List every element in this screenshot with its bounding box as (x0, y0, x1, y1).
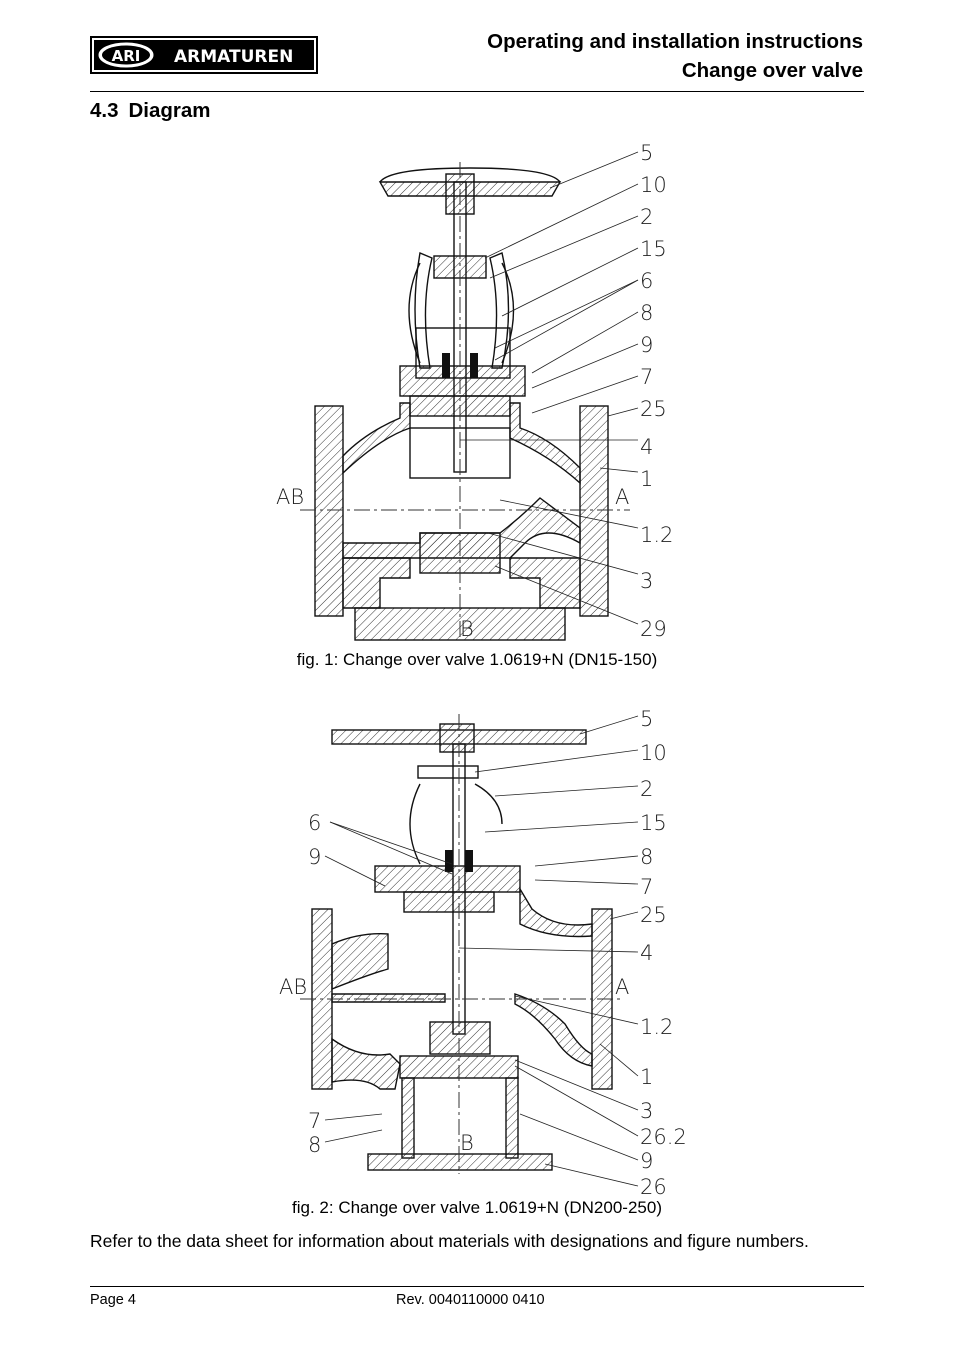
fig1-label-4: 4 (640, 435, 653, 459)
figure-1-valve-drawing: 5 10 2 15 6 8 9 7 25 4 1 1.2 3 29 AB A B (276, 141, 673, 641)
fig1-label-6: 6 (640, 269, 653, 293)
section-title: Diagram (128, 99, 211, 122)
fig1-port-a: A (615, 485, 629, 509)
fig2-label-15: 15 (640, 811, 667, 835)
svg-text:ARMATUREN: ARMATUREN (174, 47, 293, 67)
fig1-port-b: B (460, 617, 474, 641)
footer-revision: Rev. 0040110000 0410 (396, 1292, 545, 1308)
header-rule (90, 91, 864, 92)
fig2-label-10: 10 (640, 741, 667, 765)
fig1-label-3: 3 (640, 569, 653, 593)
fig1-label-5: 5 (640, 141, 653, 165)
fig1-label-1: 1 (640, 467, 653, 491)
fig1-label-29: 29 (640, 617, 667, 641)
fig1-port-ab: AB (276, 485, 304, 509)
svg-text:ARI: ARI (112, 47, 141, 65)
fig2-label-2: 2 (640, 777, 653, 801)
fig1-label-10: 10 (640, 173, 667, 197)
fig2-label-25: 25 (640, 903, 667, 927)
fig2-label-9-left: 9 (308, 845, 321, 869)
fig2-label-3: 3 (640, 1099, 653, 1123)
document-title-line2: Change over valve (681, 59, 863, 82)
fig1-label-25: 25 (640, 397, 667, 421)
fig1-label-9: 9 (640, 333, 653, 357)
footer-page-number: Page 4 (90, 1292, 136, 1308)
fig2-label-5: 5 (640, 707, 653, 731)
fig2-label-9: 9 (640, 1149, 653, 1173)
fig2-port-b: B (460, 1131, 474, 1155)
fig2-label-7: 7 (640, 875, 653, 899)
fig1-label-7: 7 (640, 365, 653, 389)
fig2-label-26-2: 26.2 (640, 1125, 687, 1149)
fig1-label-2: 2 (640, 205, 653, 229)
fig1-label-8: 8 (640, 301, 653, 325)
fig2-label-7-left: 7 (308, 1109, 321, 1133)
fig2-label-8-left: 8 (308, 1133, 321, 1157)
fig2-label-6: 6 (308, 811, 321, 835)
section-heading: 4.3 Diagram (90, 99, 211, 123)
fig2-port-a: A (615, 975, 629, 999)
figure-2-caption: fig. 2: Change over valve 1.0619+N (DN20… (292, 1198, 662, 1217)
body-paragraph: Refer to the data sheet for information … (90, 1231, 809, 1251)
fig2-label-1: 1 (640, 1065, 653, 1089)
ari-armaturen-logo: ARI ARMATUREN (90, 36, 318, 74)
fig2-label-4: 4 (640, 941, 653, 965)
footer-rule (90, 1286, 864, 1287)
figure-1-caption: fig. 1: Change over valve 1.0619+N (DN15… (296, 650, 658, 669)
fig2-label-26: 26 (640, 1175, 667, 1196)
fig2-port-ab: AB (279, 975, 307, 999)
fig2-label-8: 8 (640, 845, 653, 869)
document-title: Operating and installation instructions … (487, 27, 863, 85)
fig1-label-15: 15 (640, 237, 667, 261)
fig2-label-1-2: 1.2 (640, 1015, 673, 1039)
document-title-line1: Operating and installation instructions (487, 30, 863, 53)
section-number: 4.3 (90, 99, 119, 122)
figure-2-valve-drawing: 5 10 2 15 8 7 25 4 1.2 1 3 26.2 9 26 6 9… (279, 707, 687, 1196)
fig1-label-1-2: 1.2 (640, 523, 673, 547)
